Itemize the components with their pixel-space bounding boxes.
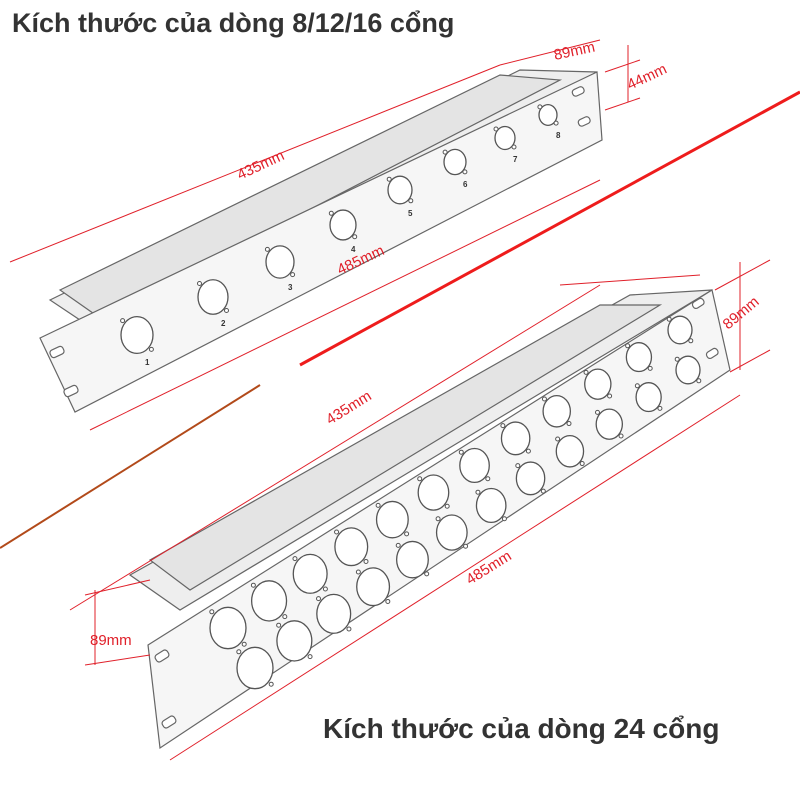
xlr-port xyxy=(625,342,653,373)
port-number: 6 xyxy=(463,180,468,189)
bottom-title: Kích thước của dòng 24 cổng xyxy=(323,713,720,744)
bottom-depth-label: 89mm xyxy=(720,293,763,333)
separator-line xyxy=(299,90,800,367)
xlr-port xyxy=(674,355,702,385)
port-number: 8 xyxy=(556,131,561,140)
port-number: 3 xyxy=(288,283,293,292)
xlr-port xyxy=(395,540,430,579)
xlr-port xyxy=(537,104,559,127)
top-height-label: 44mm xyxy=(625,61,670,94)
xlr-port xyxy=(120,315,154,355)
xlr-port xyxy=(236,646,274,690)
xlr-port xyxy=(292,553,328,594)
xlr-port xyxy=(197,279,229,315)
bottom-inner-width-label: 435mm xyxy=(323,387,374,428)
xlr-port xyxy=(594,408,624,440)
xlr-port xyxy=(250,580,288,622)
port-number: 2 xyxy=(221,319,226,328)
port-number: 5 xyxy=(408,209,413,218)
xlr-port xyxy=(264,245,296,279)
bottom-dimension-lines xyxy=(69,259,771,761)
xlr-port xyxy=(515,461,546,496)
port-number: 4 xyxy=(351,245,356,254)
xlr-port xyxy=(276,620,313,662)
xlr-port xyxy=(328,209,358,241)
xlr-port xyxy=(541,394,572,428)
port-number: 1 xyxy=(145,358,150,367)
xlr-port xyxy=(435,514,469,551)
xlr-port xyxy=(493,125,517,151)
bottom-left-depth-label: 89mm xyxy=(90,632,132,649)
xlr-port xyxy=(442,148,468,176)
xlr-port xyxy=(475,487,507,524)
port-number: 7 xyxy=(513,155,518,164)
xlr-port xyxy=(666,315,694,345)
top-inner-width-label: 435mm xyxy=(235,147,288,184)
xlr-port xyxy=(316,593,352,634)
separator-line-left xyxy=(0,384,261,549)
xlr-port xyxy=(500,421,531,456)
bottom-port-group xyxy=(209,315,702,690)
xlr-port xyxy=(375,500,410,539)
top-dimension-lines xyxy=(9,39,641,431)
top-port-group: 1 2 3 4 5 6 7 8 xyxy=(120,104,561,367)
xlr-port xyxy=(334,527,369,567)
xlr-port xyxy=(209,606,247,650)
top-depth-label: 89mm xyxy=(552,39,596,64)
xlr-port xyxy=(355,567,391,607)
xlr-port xyxy=(583,368,613,400)
top-title: Kích thước của dòng 8/12/16 cổng xyxy=(12,8,455,38)
xlr-port xyxy=(458,447,491,484)
xlr-port xyxy=(634,382,663,413)
xlr-port xyxy=(386,175,414,205)
xlr-port xyxy=(555,434,585,468)
xlr-port xyxy=(417,474,450,511)
